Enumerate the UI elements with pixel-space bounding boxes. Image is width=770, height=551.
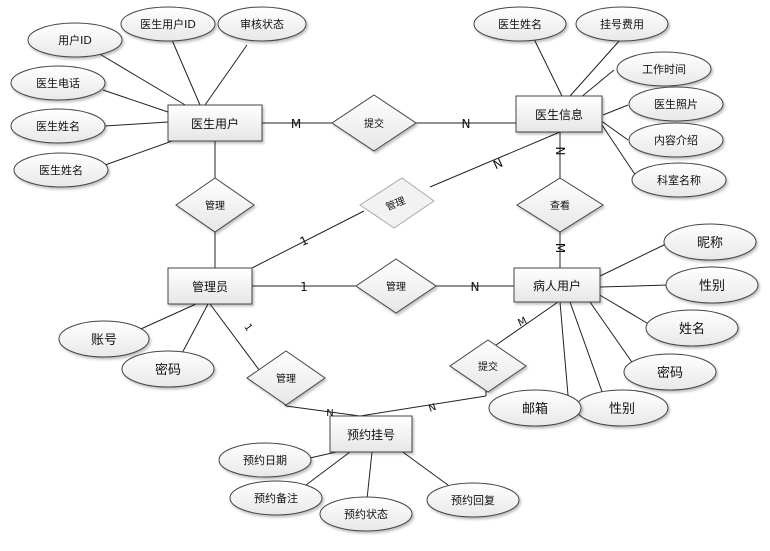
cardinality-label: N	[553, 147, 567, 156]
cardinality-label: M	[291, 117, 301, 131]
cardinality-label: N	[462, 117, 471, 131]
attr-doctor-info-name: 医生姓名	[473, 6, 567, 42]
svg-text:审核状态: 审核状态	[240, 17, 284, 31]
attr-appointment-status: 预约状态	[319, 496, 413, 532]
relation-submit-doctor-label: 提交	[364, 117, 384, 130]
svg-text:挂号费用: 挂号费用	[600, 17, 644, 31]
attr-appointment-reply: 预约回复	[426, 482, 520, 518]
svg-text:预约回复: 预约回复	[451, 493, 495, 507]
relation-manage-admin-info: 管理	[359, 177, 435, 229]
cardinality-label: M	[553, 243, 567, 253]
relation-view: 查看	[516, 177, 604, 233]
svg-text:性别: 性别	[699, 279, 725, 294]
cardinality-label: N	[326, 408, 333, 419]
cardinality-label: N	[491, 156, 505, 172]
attr-doctor-user-doctor-id: 医生用户ID	[120, 6, 216, 42]
attr-doctor-info-department: 科室名称	[631, 162, 727, 198]
attr-doctor-user-id: 用户ID	[27, 22, 123, 58]
attr-patient-gender-2: 性别	[575, 389, 669, 427]
svg-text:密码: 密码	[657, 365, 683, 381]
svg-text:医生姓名: 医生姓名	[39, 163, 83, 177]
attr-doctor-info-fee: 挂号费用	[575, 6, 669, 42]
entity-admin-label: 管理员	[192, 279, 228, 294]
relation-submit-patient-label: 提交	[478, 360, 498, 373]
svg-text:科室名称: 科室名称	[657, 173, 701, 187]
attr-doctor-user-name-1: 医生姓名	[10, 108, 106, 144]
attr-patient-nickname: 昵称	[663, 223, 757, 261]
attr-doctor-info-intro: 内容介绍	[628, 122, 724, 158]
svg-text:预约状态: 预约状态	[344, 507, 388, 521]
svg-text:医生姓名: 医生姓名	[498, 17, 542, 31]
svg-text:内容介绍: 内容介绍	[654, 133, 698, 147]
entity-doctor-user-label: 医生用户	[191, 116, 239, 131]
svg-text:昵称: 昵称	[697, 236, 723, 251]
svg-text:医生电话: 医生电话	[36, 76, 80, 90]
relation-manage-admin-patient-label: 管理	[386, 280, 406, 293]
entity-appointment: 预约挂号	[329, 415, 413, 453]
relation-manage-admin-doctor: 管理	[175, 177, 255, 233]
attr-doctor-user-review-status: 审核状态	[217, 6, 307, 42]
attr-patient-gender-1: 性别	[665, 266, 759, 304]
svg-text:性别: 性别	[609, 402, 635, 417]
svg-text:医生照片: 医生照片	[654, 97, 698, 111]
cardinality-label: N	[471, 280, 480, 294]
cardinality-label: N	[427, 402, 438, 415]
attr-doctor-user-phone: 医生电话	[10, 65, 106, 101]
cardinality-label: 1	[241, 322, 254, 334]
attr-patient-password: 密码	[623, 353, 717, 391]
relation-submit-patient: 提交	[449, 339, 527, 393]
attr-admin-account: 账号	[58, 320, 150, 358]
attr-doctor-user-name-2: 医生姓名	[13, 152, 109, 188]
attr-patient-name: 姓名	[645, 309, 739, 347]
cardinality-label: 1	[298, 233, 311, 249]
entity-doctor-user: 医生用户	[167, 104, 263, 142]
entity-doctor-info-label: 医生信息	[535, 107, 583, 122]
entity-patient: 病人用户	[513, 267, 601, 303]
svg-text:医生姓名: 医生姓名	[36, 119, 80, 133]
svg-text:预约备注: 预约备注	[254, 491, 298, 505]
svg-text:用户ID: 用户ID	[58, 33, 92, 47]
attr-patient-email: 邮箱	[488, 389, 582, 427]
cardinality-label: M	[516, 316, 528, 330]
svg-text:邮箱: 邮箱	[522, 401, 548, 417]
relation-manage-admin-appt-label: 管理	[276, 372, 296, 385]
svg-text:姓名: 姓名	[679, 321, 705, 337]
attr-appointment-note: 预约备注	[229, 480, 323, 516]
attr-admin-password: 密码	[121, 350, 215, 388]
cardinality-labels: M N 1 N N M 1 N 1 N N M	[241, 117, 567, 419]
relation-manage-admin-doctor-label: 管理	[205, 199, 225, 212]
entity-doctor-info: 医生信息	[515, 95, 603, 133]
relation-manage-admin-appt: 管理	[246, 350, 326, 406]
relation-manage-admin-patient: 管理	[355, 258, 437, 314]
entity-appointment-label: 预约挂号	[347, 427, 395, 442]
svg-text:医生用户ID: 医生用户ID	[140, 17, 196, 31]
entity-patient-label: 病人用户	[533, 278, 581, 293]
svg-text:密码: 密码	[155, 362, 181, 378]
relation-submit-doctor: 提交	[331, 94, 417, 152]
entity-admin: 管理员	[167, 267, 253, 305]
attr-doctor-info-photo: 医生照片	[628, 86, 724, 122]
svg-text:工作时间: 工作时间	[642, 63, 686, 76]
svg-text:预约日期: 预约日期	[243, 454, 287, 467]
cardinality-label: 1	[300, 280, 308, 294]
svg-text:账号: 账号	[91, 333, 117, 348]
relation-view-label: 查看	[550, 199, 570, 212]
attr-doctor-info-work-time: 工作时间	[616, 51, 712, 87]
attr-appointment-date: 预约日期	[218, 442, 312, 478]
